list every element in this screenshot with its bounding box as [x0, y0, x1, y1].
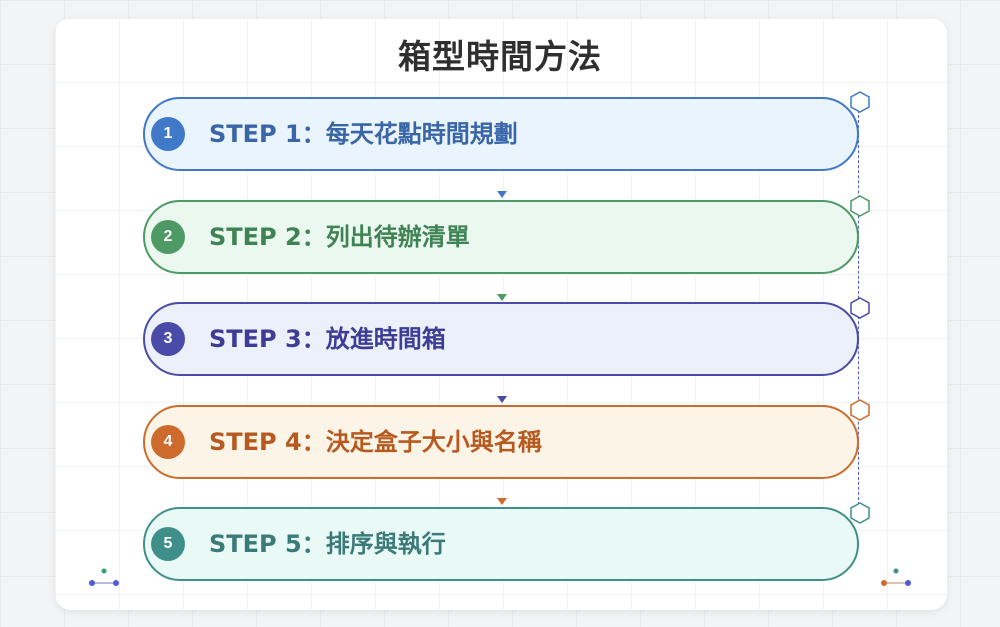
step-2: 2 STEP 2：列出待辦清單 — [143, 200, 859, 274]
step-3-label: STEP 3：放進時間箱 — [209, 325, 446, 353]
node-link-right-icon — [881, 568, 911, 586]
step-4-number: 4 — [151, 425, 185, 459]
diagram-title: 箱型時間方法 — [398, 37, 602, 76]
hexagon-marker-5-icon — [850, 502, 870, 524]
step-5-number: 5 — [151, 527, 185, 561]
step-5-label: STEP 5：排序與執行 — [209, 530, 446, 558]
step-5: 5 STEP 5：排序與執行 — [143, 507, 859, 581]
hexagon-marker-2-icon — [850, 195, 870, 217]
hexagon-marker-4-icon — [850, 399, 870, 421]
step-3: 3 STEP 3：放進時間箱 — [143, 302, 859, 376]
step-1-label: STEP 1：每天花點時間規劃 — [209, 120, 518, 148]
step-2-number: 2 — [151, 220, 185, 254]
step-3-number: 3 — [151, 322, 185, 356]
node-link-left-icon — [89, 568, 119, 586]
arrow-1-to-2 — [497, 191, 507, 198]
step-1-number: 1 — [151, 117, 185, 151]
step-2-label: STEP 2：列出待辦清單 — [209, 223, 470, 251]
hexagon-marker-3-icon — [850, 297, 870, 319]
step-4-label: STEP 4：決定盒子大小與名稱 — [209, 428, 542, 456]
arrow-3-to-4 — [497, 396, 507, 403]
step-4: 4 STEP 4：決定盒子大小與名稱 — [143, 405, 859, 479]
hexagon-marker-1-icon — [850, 91, 870, 113]
arrow-2-to-3 — [497, 294, 507, 301]
arrow-4-to-5 — [497, 498, 507, 505]
step-1: 1 STEP 1：每天花點時間規劃 — [143, 97, 859, 171]
